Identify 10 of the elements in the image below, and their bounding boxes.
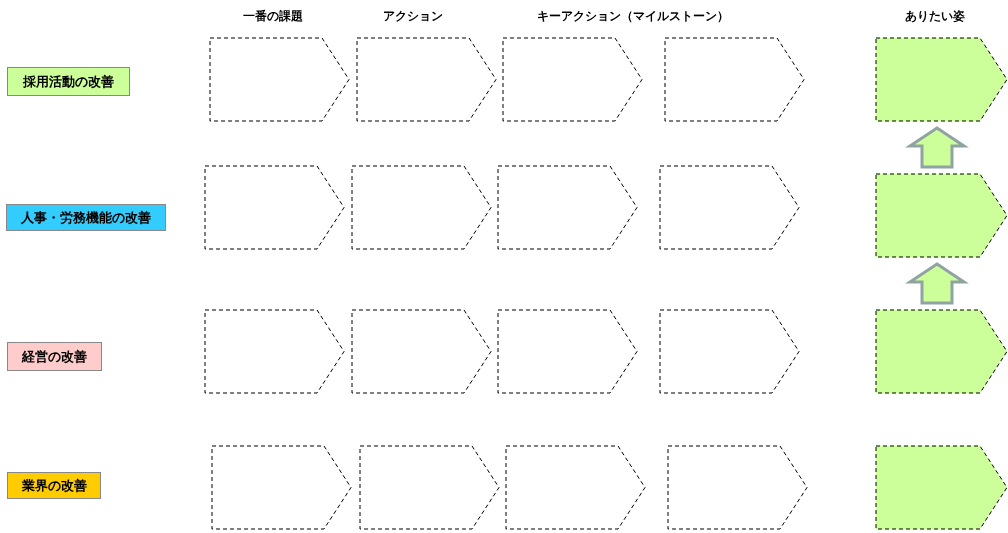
column-header: ありたい姿 — [905, 9, 965, 24]
column-header: 一番の課題 — [243, 9, 303, 24]
category-label: 採用活動の改善 — [7, 67, 130, 96]
category-label: 人事・労務機能の改善 — [6, 204, 166, 231]
block-arrow — [905, 262, 969, 305]
category-label: 経営の改善 — [7, 342, 102, 371]
column-header: アクション — [383, 9, 443, 24]
block-arrow — [905, 126, 969, 169]
category-label: 業界の改善 — [7, 472, 101, 499]
column-header: キーアクション（マイルストーン） — [537, 9, 729, 24]
